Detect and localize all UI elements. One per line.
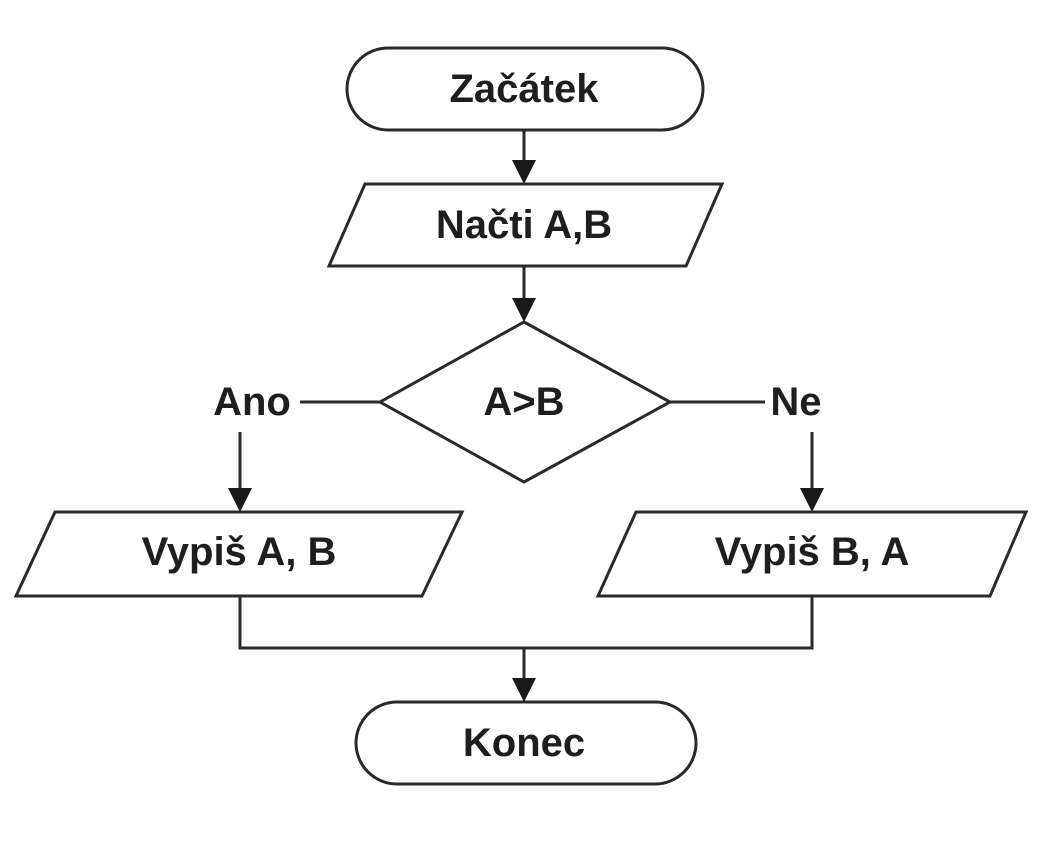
output-yes-node: Vypiš A, B <box>13 510 465 598</box>
output-no-label: Vypiš B, A <box>715 530 910 574</box>
end-node: Konec <box>354 700 698 786</box>
start-label: Začátek <box>450 67 600 111</box>
start-terminator-shape <box>345 46 705 132</box>
end-terminator-shape <box>354 700 698 786</box>
input-label: Načti A,B <box>436 203 612 247</box>
arrowhead-end <box>512 678 536 702</box>
branch-no-label: Ne <box>770 380 821 424</box>
arrowhead-input <box>512 160 536 184</box>
connectors <box>228 130 824 702</box>
decision-node: A>B <box>376 320 674 484</box>
output-no-parallelogram-shape <box>595 510 1029 598</box>
decision-label: A>B <box>483 380 564 424</box>
output-yes-parallelogram-shape <box>13 510 465 598</box>
output-yes-label: Vypiš A, B <box>142 530 337 574</box>
start-node: Začátek <box>345 46 705 132</box>
edge-outputs-merge <box>238 596 814 650</box>
branch-yes-label: Ano <box>213 380 291 424</box>
input-node: Načti A,B <box>326 182 725 268</box>
input-parallelogram-shape <box>326 182 725 268</box>
output-no-node: Vypiš B, A <box>595 510 1029 598</box>
arrowhead-output-yes <box>228 488 252 512</box>
arrowhead-decision <box>512 298 536 322</box>
decision-diamond-shape <box>376 320 674 484</box>
end-label: Konec <box>463 721 585 765</box>
arrowhead-output-no <box>800 488 824 512</box>
